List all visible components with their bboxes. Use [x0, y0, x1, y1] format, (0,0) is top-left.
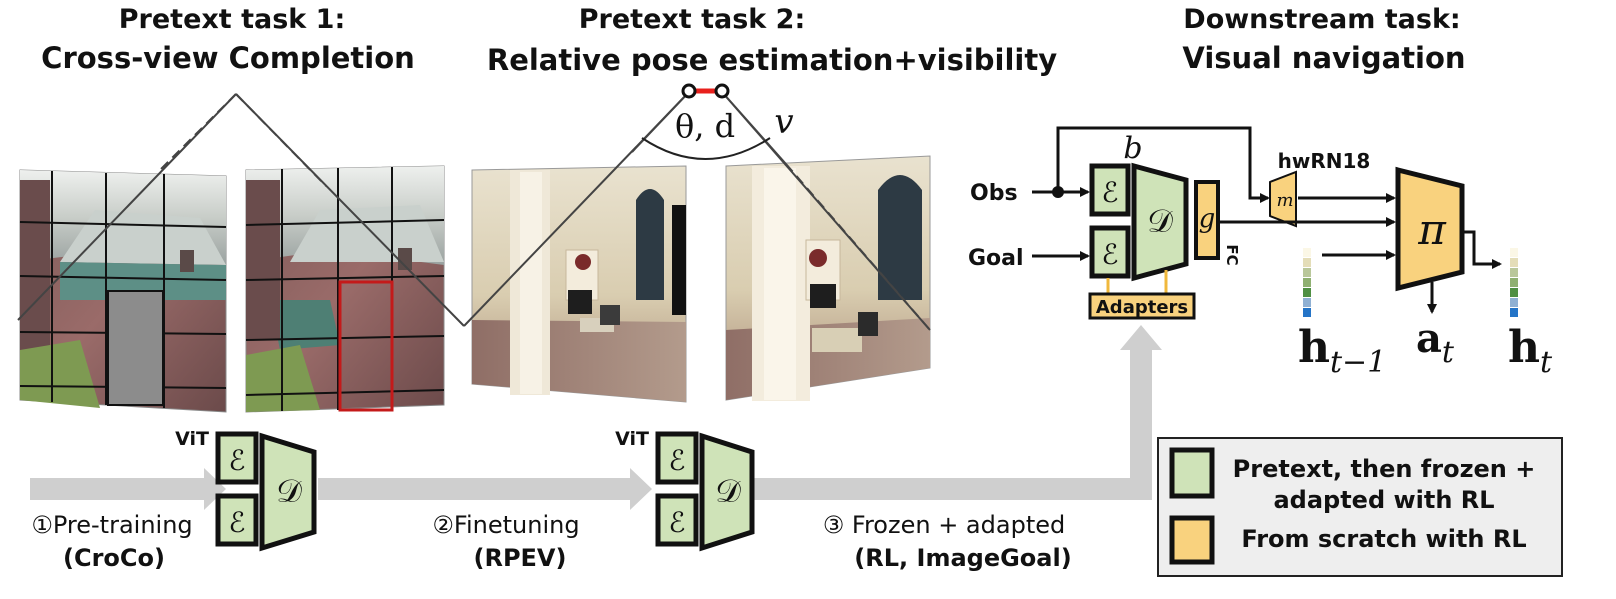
a-t-label: at — [1416, 315, 1455, 370]
decoder-block — [259, 432, 317, 552]
croco-image-right — [245, 165, 445, 413]
step2-label: ②Finetuning — [432, 511, 579, 539]
camera-point-icon — [714, 83, 730, 99]
nav-decoder-block — [1131, 162, 1189, 282]
croco-image-left — [19, 169, 227, 413]
encoder-block — [215, 431, 259, 485]
camera-point-icon — [681, 83, 697, 99]
vit-label-2: ViT — [615, 428, 649, 450]
decoder-symbol: 𝒟 — [1147, 202, 1173, 240]
encoder-symbol: ℰ — [229, 444, 246, 477]
hidden-state-prev-bar — [1303, 248, 1311, 317]
decoder-block — [699, 432, 755, 552]
pose-label-theta-d: θ, d — [675, 107, 735, 145]
task1-title-line2: Cross-view Completion — [41, 41, 415, 75]
adapters-label: Adapters — [1096, 297, 1188, 318]
goal-label: Goal — [968, 246, 1024, 271]
encoder-block — [655, 493, 699, 547]
encoder-symbol: ℰ — [229, 506, 246, 539]
legend-green-line1: Pretext, then frozen + — [1233, 455, 1536, 483]
encoder-symbol: ℰ — [669, 444, 686, 477]
encoder-symbol: ℰ — [669, 506, 686, 539]
h-t-label: ht — [1508, 322, 1553, 380]
hidden-state-next-bar — [1510, 248, 1518, 317]
fc-label: FC — [1223, 244, 1241, 265]
task3-title-line2: Visual navigation — [1182, 41, 1465, 75]
legend-orange-swatch — [1169, 515, 1215, 565]
adapters-block — [1088, 292, 1196, 320]
b-label: b — [1123, 131, 1142, 166]
legend-orange-line1: From scratch with RL — [1241, 525, 1526, 553]
step1-label: ①Pre-training — [31, 511, 192, 539]
task3-title-line1: Downstream task: — [1183, 4, 1460, 35]
h-prev-label: ht−1 — [1298, 322, 1386, 380]
task2-title-line1: Pretext task 2: — [579, 4, 806, 35]
legend-green-swatch — [1169, 447, 1215, 499]
pipeline-arrow-3 — [752, 325, 1162, 500]
obs-encoder-block — [1089, 163, 1131, 217]
pipeline-arrow-2 — [318, 468, 652, 510]
step1-sublabel: (CroCo) — [63, 544, 165, 572]
vit-label-1: ViT — [175, 428, 209, 450]
step2-sublabel: (RPEV) — [474, 544, 567, 572]
pose-image-right — [725, 155, 931, 401]
encoder-block — [215, 493, 259, 547]
pi-label: π — [1417, 205, 1447, 254]
goal-encoder-block — [1089, 225, 1131, 279]
legend-green-line2: adapted with RL — [1273, 486, 1494, 514]
decoder-symbol: 𝒟 — [276, 472, 302, 510]
g-label: g — [1199, 204, 1216, 234]
pipeline-arrow-1 — [30, 468, 226, 510]
fc-g-block — [1194, 180, 1220, 260]
hwrn18-block — [1269, 170, 1297, 228]
encoder-symbol: ℰ — [1102, 238, 1119, 271]
step3-sublabel: (RL, ImageGoal) — [854, 544, 1071, 572]
step3-label: ③ Frozen + adapted — [823, 511, 1065, 539]
visibility-label-v: v — [774, 102, 793, 142]
decoder-symbol: 𝒟 — [715, 472, 741, 510]
encoder-symbol: ℰ — [1102, 176, 1119, 209]
hwrn18-label: hwRN18 — [1278, 149, 1371, 173]
m-label: m — [1276, 190, 1293, 211]
legend-box: Pretext, then frozen + adapted with RL F… — [1157, 437, 1563, 577]
encoder-block — [655, 431, 699, 485]
task2-title-line2: Relative pose estimation+visibility — [487, 43, 1057, 77]
policy-pi-block — [1395, 166, 1465, 292]
pose-image-left — [471, 165, 687, 403]
task1-title-line1: Pretext task 1: — [119, 4, 346, 35]
obs-label: Obs — [970, 181, 1018, 206]
